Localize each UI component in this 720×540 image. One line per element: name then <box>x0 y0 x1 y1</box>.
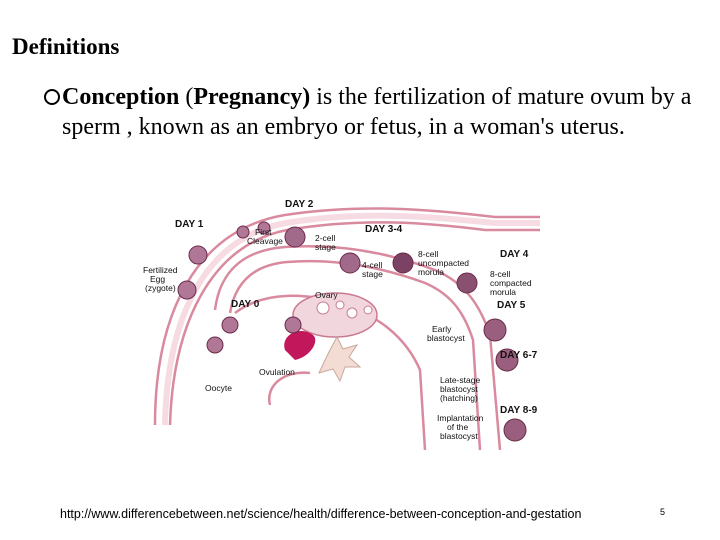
label-day1: DAY 1 <box>175 219 204 230</box>
conception-diagram: DAY 2 DAY 1 DAY 3-4 DAY 4 DAY 0 DAY 5 DA… <box>135 195 555 455</box>
ovulation-body <box>284 331 315 360</box>
label-day4: DAY 4 <box>500 249 529 260</box>
definition-bullet: Conception (Pregnancy) is the fertilizat… <box>44 82 704 142</box>
label-ovulation: Ovulation <box>259 367 295 377</box>
label-implantation-3: blastocyst <box>440 431 478 441</box>
label-day89: DAY 8-9 <box>500 405 538 416</box>
label-fert-egg-3: (zygote) <box>145 283 176 293</box>
follicle-4 <box>364 306 372 314</box>
label-two-cell-2: stage <box>315 242 336 252</box>
follicle-3 <box>347 308 357 318</box>
label-day2: DAY 2 <box>285 199 314 210</box>
follicle-1 <box>317 302 329 314</box>
page-number: 5 <box>660 507 665 517</box>
label-eight-uncompacted-3: morula <box>418 267 444 277</box>
label-early-blastocyst-2: blastocyst <box>427 333 465 343</box>
label-four-cell-2: stage <box>362 269 383 279</box>
follicle-2 <box>336 301 344 309</box>
label-day5: DAY 5 <box>497 300 526 311</box>
label-day67: DAY 6-7 <box>500 350 538 361</box>
label-day34: DAY 3-4 <box>365 224 403 235</box>
label-ovary: Ovary <box>315 290 338 300</box>
hollow-circle-bullet-icon <box>44 89 60 105</box>
paren-open: ( <box>179 84 193 110</box>
term-pregnancy: Pregnancy) <box>193 84 310 110</box>
source-url-link[interactable]: http://www.differencebetween.net/science… <box>60 507 581 521</box>
label-day0: DAY 0 <box>231 299 260 310</box>
slide-title: Definitions <box>12 34 119 60</box>
label-oocyte: Oocyte <box>205 383 232 393</box>
definition-text: Conception (Pregnancy) is the fertilizat… <box>62 82 704 142</box>
label-eight-compacted-3: morula <box>490 287 516 297</box>
corpus-luteum-star <box>319 337 360 381</box>
term-conception: Conception <box>62 84 179 110</box>
label-late-blastocyst-3: (hatching) <box>440 393 478 403</box>
label-first-cleavage-2: Cleavage <box>247 236 283 246</box>
